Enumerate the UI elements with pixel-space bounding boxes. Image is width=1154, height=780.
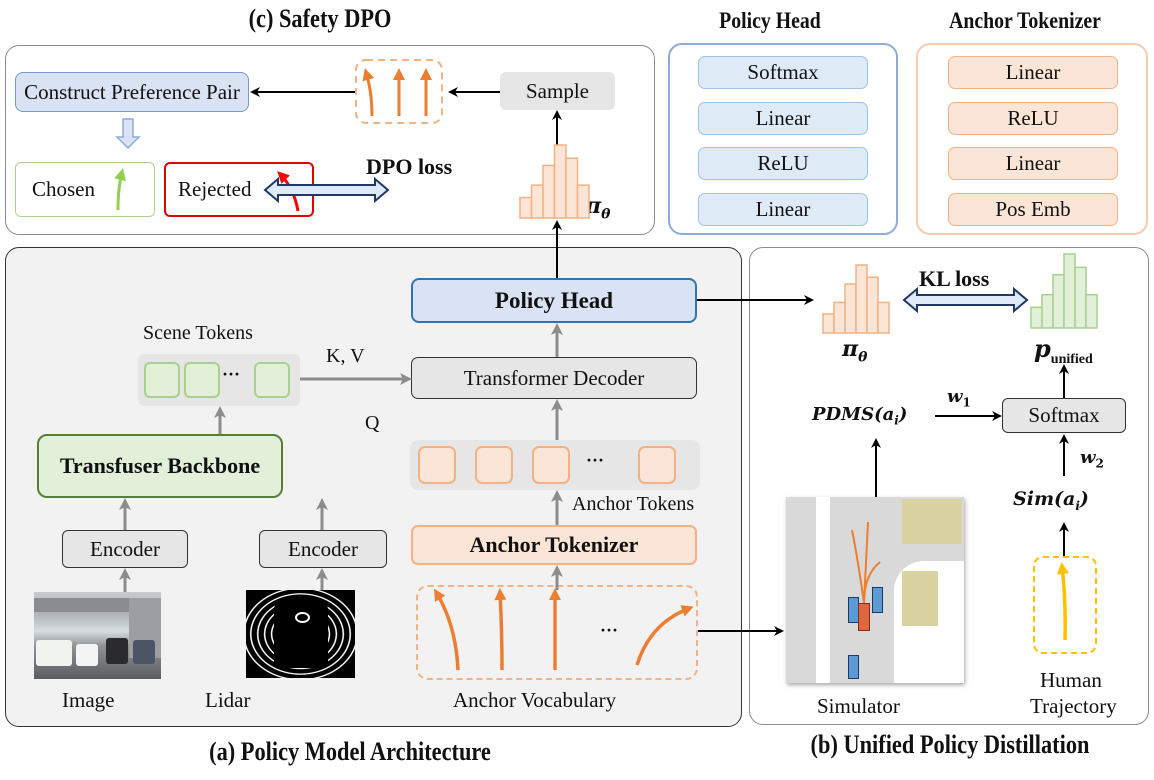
sample-box: Sample bbox=[500, 72, 615, 110]
anchor-tokenizer-layer-relu: ReLU bbox=[948, 101, 1118, 135]
policy-head-detail-title: Policy Head bbox=[719, 8, 821, 33]
encoder-lidar-box: Encoder bbox=[259, 530, 387, 568]
w1-label: w1 bbox=[947, 386, 971, 410]
p-unified: punified bbox=[1034, 334, 1093, 367]
lidar-label: Lidar bbox=[205, 688, 251, 712]
sim-label: Sim(ai) bbox=[1013, 488, 1089, 513]
chosen-box: Chosen bbox=[15, 162, 155, 217]
anchor-token bbox=[475, 446, 513, 484]
policy-head-layer-linear: Linear bbox=[698, 101, 868, 135]
policy-head-layer-softmax: Softmax bbox=[698, 56, 868, 89]
safety-dpo-title: (c) Safety DPO bbox=[248, 4, 392, 33]
distillation-title: (b) Unified Policy Distillation bbox=[810, 730, 1090, 759]
softmax-label: Softmax bbox=[1028, 403, 1100, 427]
anchor-vocabulary-label: Anchor Vocabulary bbox=[453, 688, 617, 712]
human-label-line2: Trajectory bbox=[1030, 694, 1117, 718]
pi-theta-distill: πθ bbox=[842, 336, 868, 366]
human-trajectory-box bbox=[1033, 556, 1097, 654]
anchor-token bbox=[638, 446, 676, 484]
kl-loss-label: KL loss bbox=[919, 266, 990, 291]
encoder-image-label: Encoder bbox=[90, 536, 160, 561]
pi-theta-dpo: πθ bbox=[585, 193, 611, 223]
anchor-vocabulary-box bbox=[416, 585, 698, 680]
anchor-token bbox=[418, 446, 456, 484]
scene-tokens-label: Scene Tokens bbox=[143, 322, 253, 344]
policy-head-layer-relu: ReLU bbox=[698, 147, 868, 180]
anchor-vocab-ellipsis: ··· bbox=[600, 620, 619, 640]
softmax-box: Softmax bbox=[1002, 398, 1126, 433]
image-label: Image bbox=[62, 688, 115, 712]
scene-tokens-ellipsis: ··· bbox=[222, 364, 241, 384]
sample-label: Sample bbox=[526, 78, 589, 103]
transformer-decoder-box: Transformer Decoder bbox=[411, 357, 697, 399]
transfuser-backbone-box: Transfuser Backbone bbox=[37, 434, 283, 498]
policy-head-box: Policy Head bbox=[411, 278, 697, 323]
encoder-image-box: Encoder bbox=[62, 530, 188, 568]
anchor-tokenizer-layer-linear: Linear bbox=[948, 56, 1118, 89]
anchor-token bbox=[532, 446, 570, 484]
construct-preference-pair-box: Construct Preference Pair bbox=[15, 72, 249, 112]
simulator-label: Simulator bbox=[817, 694, 900, 718]
q-label: Q bbox=[365, 412, 380, 434]
human-label-line1: Human bbox=[1040, 668, 1102, 692]
policy-head-layer-linear: Linear bbox=[698, 192, 868, 226]
w2-label: w2 bbox=[1080, 447, 1104, 471]
policy-head-label: Policy Head bbox=[494, 287, 614, 313]
dpo-loss-label: DPO loss bbox=[366, 154, 453, 179]
anchor-tokens-ellipsis: ··· bbox=[586, 450, 605, 470]
anchor-tokens-label: Anchor Tokens bbox=[572, 493, 695, 515]
anchor-tokenizer-detail-title: Anchor Tokenizer bbox=[949, 8, 1101, 33]
pdms-label: PDMS(ai) bbox=[812, 404, 908, 428]
policy-model-title: (a) Policy Model Architecture bbox=[209, 737, 491, 766]
transformer-decoder-label: Transformer Decoder bbox=[463, 365, 645, 390]
scene-token bbox=[184, 362, 220, 398]
encoder-lidar-label: Encoder bbox=[288, 536, 358, 561]
anchor-tokenizer-layer-linear: Linear bbox=[948, 147, 1118, 180]
rejected-box: Rejected bbox=[164, 162, 314, 217]
anchor-tokenizer-label: Anchor Tokenizer bbox=[469, 532, 639, 557]
chosen-label: Chosen bbox=[32, 177, 95, 201]
rejected-label: Rejected bbox=[178, 177, 252, 201]
anchor-tokenizer-layer-pos-emb: Pos Emb bbox=[948, 192, 1118, 226]
scene-token bbox=[254, 362, 290, 398]
anchor-tokenizer-box: Anchor Tokenizer bbox=[411, 525, 697, 565]
kv-label: K, V bbox=[326, 345, 365, 367]
camera-image bbox=[34, 592, 161, 679]
scene-token bbox=[144, 362, 180, 398]
simulator-image bbox=[786, 497, 964, 683]
transfuser-backbone-label: Transfuser Backbone bbox=[59, 453, 261, 478]
lidar-image bbox=[246, 590, 355, 678]
construct-preference-pair-label: Construct Preference Pair bbox=[24, 79, 240, 104]
